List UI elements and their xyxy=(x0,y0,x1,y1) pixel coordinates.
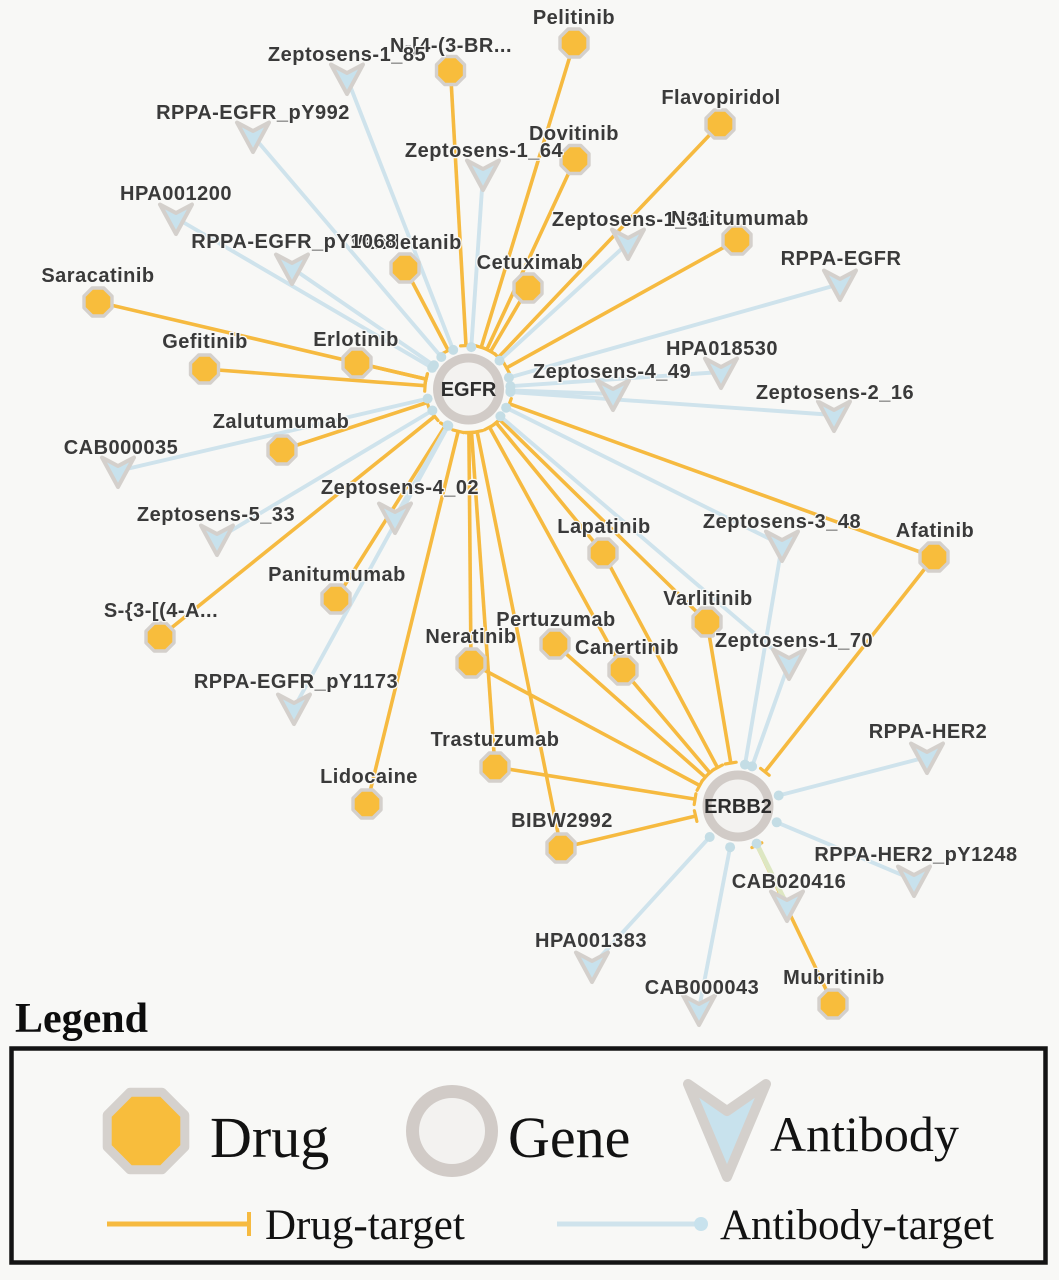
svg-text:RPPA-EGFR_pY992: RPPA-EGFR_pY992 xyxy=(156,102,350,124)
svg-text:RPPA-HER2: RPPA-HER2 xyxy=(869,721,988,743)
svg-text:Afatinib: Afatinib xyxy=(896,520,974,542)
svg-text:Panitumumab: Panitumumab xyxy=(268,564,406,586)
svg-text:Zeptosens-1_85: Zeptosens-1_85 xyxy=(268,44,426,66)
svg-text:Dovitinib: Dovitinib xyxy=(529,123,619,145)
svg-text:Flavopiridol: Flavopiridol xyxy=(661,87,780,109)
svg-text:Antibody: Antibody xyxy=(770,1106,959,1162)
svg-text:BIBW2992: BIBW2992 xyxy=(511,810,613,832)
svg-text:Canertinib: Canertinib xyxy=(575,637,679,659)
svg-text:N-[4-(3-BR...: N-[4-(3-BR... xyxy=(390,35,512,57)
svg-text:Antibody-target: Antibody-target xyxy=(720,1202,994,1249)
svg-text:Trastuzumab: Trastuzumab xyxy=(431,729,560,751)
svg-text:RPPA-EGFR_pY1173: RPPA-EGFR_pY1173 xyxy=(194,671,398,693)
svg-text:Gefitinib: Gefitinib xyxy=(162,331,248,353)
svg-text:Zeptosens-2_16: Zeptosens-2_16 xyxy=(756,382,914,404)
svg-text:Neratinib: Neratinib xyxy=(425,626,516,648)
svg-text:Cetuximab: Cetuximab xyxy=(477,252,584,274)
svg-text:Pelitinib: Pelitinib xyxy=(533,7,615,29)
svg-text:RPPA-EGFR: RPPA-EGFR xyxy=(781,248,902,270)
svg-text:Necitumumab: Necitumumab xyxy=(671,208,809,230)
svg-text:EGFR: EGFR xyxy=(441,379,497,401)
svg-text:Pertuzumab: Pertuzumab xyxy=(496,609,615,631)
svg-text:RPPA-HER2_pY1248: RPPA-HER2_pY1248 xyxy=(814,844,1017,866)
svg-text:RPPA-EGFR_pY1068: RPPA-EGFR_pY1068 xyxy=(191,231,396,253)
svg-text:ERBB2: ERBB2 xyxy=(704,796,772,818)
svg-text:Drug: Drug xyxy=(210,1105,329,1170)
svg-text:Zeptosens-1_31: Zeptosens-1_31 xyxy=(552,209,710,231)
svg-text:Mubritinib: Mubritinib xyxy=(783,967,885,989)
svg-text:Gene: Gene xyxy=(508,1105,630,1170)
svg-text:CAB000043: CAB000043 xyxy=(645,977,760,999)
svg-text:Lidocaine: Lidocaine xyxy=(320,766,418,788)
svg-text:Varlitinib: Varlitinib xyxy=(663,588,752,610)
svg-text:Lapatinib: Lapatinib xyxy=(557,516,650,538)
svg-text:Zeptosens-4_02: Zeptosens-4_02 xyxy=(321,477,479,499)
svg-text:HPA001383: HPA001383 xyxy=(535,930,647,952)
svg-text:Drug-target: Drug-target xyxy=(265,1202,465,1249)
svg-text:Zeptosens-1_70: Zeptosens-1_70 xyxy=(715,630,873,652)
svg-text:Vandetanib: Vandetanib xyxy=(350,232,462,254)
svg-text:Saracatinib: Saracatinib xyxy=(41,265,154,287)
svg-text:Erlotinib: Erlotinib xyxy=(313,329,399,351)
svg-text:HPA001200: HPA001200 xyxy=(120,183,232,205)
svg-text:HPA018530: HPA018530 xyxy=(666,338,778,360)
svg-text:Zeptosens-1_64: Zeptosens-1_64 xyxy=(405,140,564,162)
svg-text:Zeptosens-4_49: Zeptosens-4_49 xyxy=(533,361,691,383)
svg-text:CAB000035: CAB000035 xyxy=(64,437,179,459)
svg-text:S-{3-[(4-A...: S-{3-[(4-A... xyxy=(104,600,218,622)
svg-text:Zeptosens-5_33: Zeptosens-5_33 xyxy=(137,504,295,526)
svg-text:Legend: Legend xyxy=(15,996,148,1042)
svg-text:Zalutumumab: Zalutumumab xyxy=(213,411,350,433)
svg-text:CAB020416: CAB020416 xyxy=(732,871,847,893)
svg-text:Zeptosens-3_48: Zeptosens-3_48 xyxy=(703,511,861,533)
